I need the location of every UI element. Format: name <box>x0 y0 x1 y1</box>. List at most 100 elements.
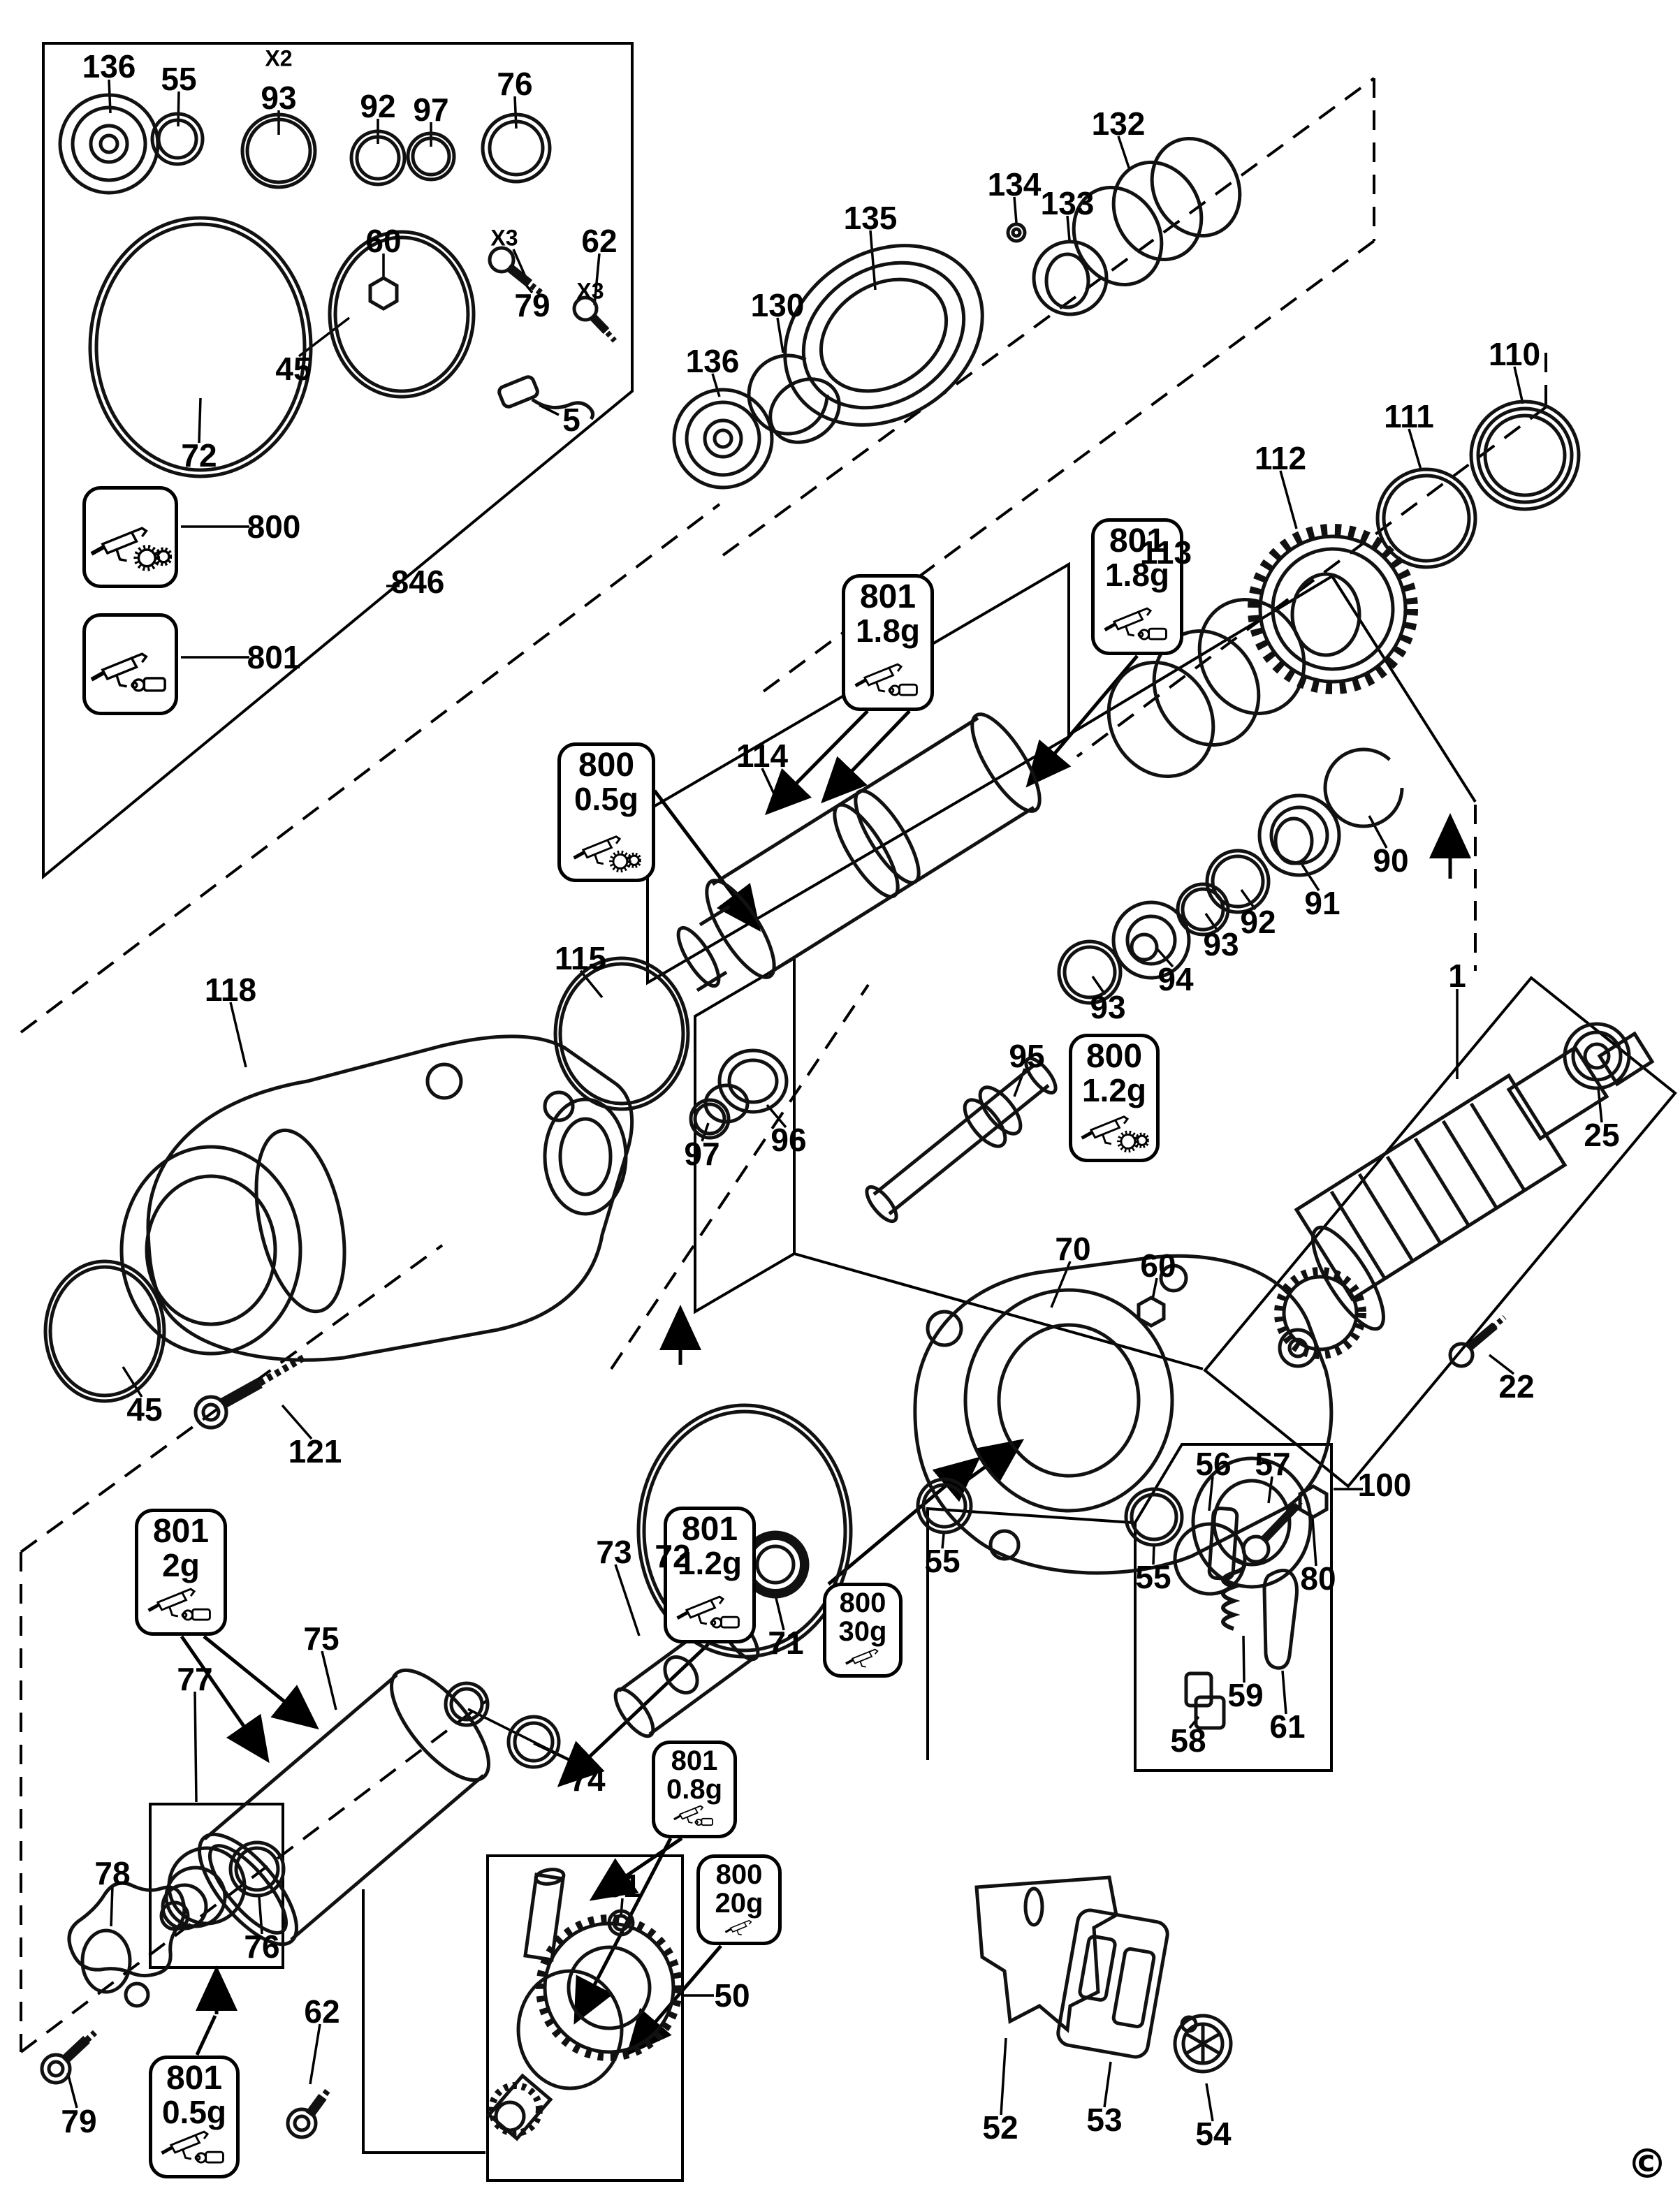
part-label-45: 45 <box>126 1391 163 1428</box>
part-label-800: 800 <box>247 508 301 545</box>
part-label-71: 71 <box>768 1625 804 1661</box>
grease-part-number: 800 <box>1086 1038 1143 1075</box>
grease-amount: 30g <box>838 1615 887 1647</box>
grease-part-number: 801 <box>671 1745 718 1776</box>
part-label-78: 78 <box>94 1855 131 1891</box>
part-136-bearing <box>58 93 160 195</box>
part-label-79: 79 <box>61 2103 97 2139</box>
part-label-113: 113 <box>1139 534 1192 571</box>
part-label-133: 133 <box>1040 185 1095 221</box>
part-50-crank <box>486 1868 682 2141</box>
part-114-piston <box>676 712 1042 992</box>
part-79b-screw <box>40 2030 98 2085</box>
part-97-ring <box>406 131 456 182</box>
part-label-111: 111 <box>1384 398 1434 434</box>
top-left-group-box <box>42 42 634 880</box>
part-label-115: 115 <box>554 940 607 976</box>
part-label-1: 1 <box>1448 958 1466 994</box>
part-91-bushing <box>1257 793 1341 877</box>
part-label-76: 76 <box>244 1928 280 1965</box>
grease-gun-icon <box>829 1646 896 1669</box>
part-121-bolt <box>193 1353 308 1430</box>
part-90-snap-ring <box>1323 747 1404 828</box>
boundary-segment-b <box>362 1889 485 2154</box>
part-label-93: 93 <box>1203 926 1239 962</box>
grease-part-number: 801 <box>152 1513 210 1550</box>
part-label-51: 51 <box>605 1868 641 1904</box>
parts-artwork <box>40 93 1655 2141</box>
crank-group-box <box>486 1854 684 2182</box>
grease-part-number: 801 <box>859 578 916 615</box>
part-25-bearing <box>1563 1022 1631 1090</box>
part-label-135: 135 <box>843 200 898 236</box>
part-58-latch <box>1184 1671 1226 1730</box>
part-label-50: 50 <box>714 1977 750 2014</box>
part-label-801: 801 <box>247 639 301 675</box>
part-label-72: 72 <box>655 1538 691 1574</box>
part-72-oring <box>88 216 313 478</box>
part-95-shaft <box>865 1056 1058 1224</box>
part-label-92: 92 <box>1240 904 1276 940</box>
part-label-45: 45 <box>275 351 312 387</box>
part-label-93: 93 <box>1090 989 1126 1025</box>
part-78-clamp <box>67 1881 187 2008</box>
grease-box-icon <box>82 486 178 588</box>
part-79-screw <box>488 246 546 298</box>
part-label-55: 55 <box>161 61 197 97</box>
part-label-X3: X3 <box>576 278 604 304</box>
grease-gun-icon <box>1097 606 1177 646</box>
part-label-X3: X3 <box>490 225 518 251</box>
part-80-nut <box>1298 1484 1329 1519</box>
part-134-ring <box>1006 222 1027 243</box>
grease-amount: 1.2g <box>1081 1071 1147 1108</box>
part-label-55: 55 <box>924 1543 960 1579</box>
part-label-60: 60 <box>1140 1247 1176 1284</box>
part-label-57: 57 <box>1255 1446 1291 1482</box>
part-74-seals <box>444 1681 561 1769</box>
part-label-62: 62 <box>581 223 618 259</box>
part-label-93: 93 <box>261 80 297 116</box>
part-label-54: 54 <box>1195 2116 1232 2152</box>
part-label-136: 136 <box>82 48 136 85</box>
grease-arrows <box>182 654 1471 2056</box>
part-59-spring <box>1221 1557 1246 1631</box>
part-label-77: 77 <box>177 1661 213 1697</box>
part-45b-oring <box>43 1259 166 1403</box>
armature-group-box <box>1203 976 1677 1488</box>
grease-gun-icon <box>658 1804 731 1829</box>
part-label-130: 130 <box>750 287 805 323</box>
grease-gun-icon <box>89 643 172 706</box>
part-label-97: 97 <box>413 91 449 128</box>
part-label-90: 90 <box>1373 842 1409 879</box>
part-132-rings <box>1072 136 1242 287</box>
boundary-segment-a <box>926 1507 1134 1760</box>
part-60b-nut <box>1137 1296 1166 1328</box>
grease-gun-icon <box>155 2129 233 2169</box>
part-133-washer <box>1032 240 1109 316</box>
part-label-91: 91 <box>1304 885 1341 921</box>
part-76-ring <box>481 112 552 184</box>
part-70-gear-housing <box>913 1254 1334 1589</box>
part-label-62: 62 <box>304 1993 340 2030</box>
part-118-housing <box>119 1034 634 1362</box>
part-label-X2: X2 <box>265 45 293 71</box>
switch-group-box <box>1134 1443 1333 1772</box>
grease-gun-icon <box>670 1594 750 1634</box>
dashed-construction-lines <box>20 77 1547 2053</box>
part-label-95: 95 <box>1009 1038 1045 1074</box>
part-label-92: 92 <box>360 88 396 124</box>
part-label-61: 61 <box>1269 1708 1306 1745</box>
part-61-lever <box>1262 1569 1299 1670</box>
part-label-5: 5 <box>562 402 580 438</box>
grease-amount: 20g <box>715 1887 764 1919</box>
part-label-25: 25 <box>1584 1117 1620 1153</box>
part-136b-bearing <box>672 388 774 490</box>
part-label-100: 100 <box>1357 1467 1412 1503</box>
grease-box-icon <box>82 613 178 715</box>
